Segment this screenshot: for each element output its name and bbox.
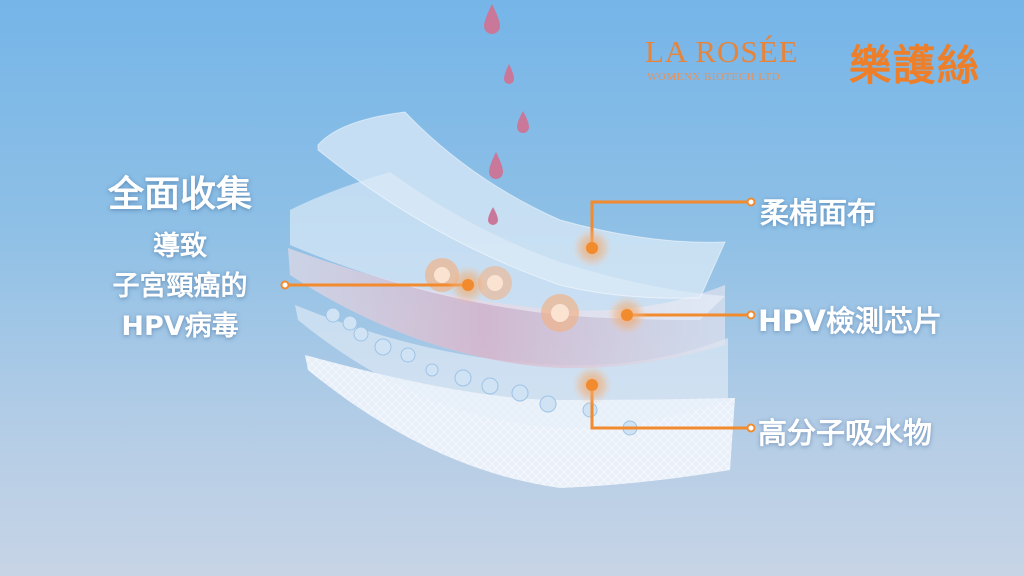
blood-drops: [484, 4, 529, 225]
callout-dots: [280, 197, 756, 433]
label-cotton-layer: 柔棉面布: [760, 196, 877, 230]
headline-line: 子宮頸癌的: [112, 271, 248, 302]
brand-subtitle: WOMENX BIOTECH LTD.: [647, 71, 784, 83]
virus-icon: [541, 294, 579, 332]
headline-title: 全面收集: [107, 174, 252, 215]
headline-line: HPV病毒: [121, 311, 239, 342]
lower-film-layer: [295, 305, 728, 429]
drop-icon: [484, 4, 500, 34]
drop-icon: [504, 64, 514, 84]
label-hpv-chip: HPV檢測芯片: [758, 304, 942, 338]
drop-icon: [488, 207, 498, 225]
headline-line: 導致: [153, 231, 207, 262]
brand-logo: LA ROSÉE WOMENX BIOTECH LTD. 樂護絲: [645, 30, 1005, 90]
drop-icon: [489, 152, 503, 179]
drop-icon: [517, 111, 529, 133]
top-cotton-layer: [317, 111, 726, 299]
label-absorbent-polymer: 高分子吸水物: [758, 416, 933, 450]
brand-name-cn: 樂護絲: [849, 41, 982, 90]
brand-name-en: LA ROSÉE: [645, 34, 799, 69]
